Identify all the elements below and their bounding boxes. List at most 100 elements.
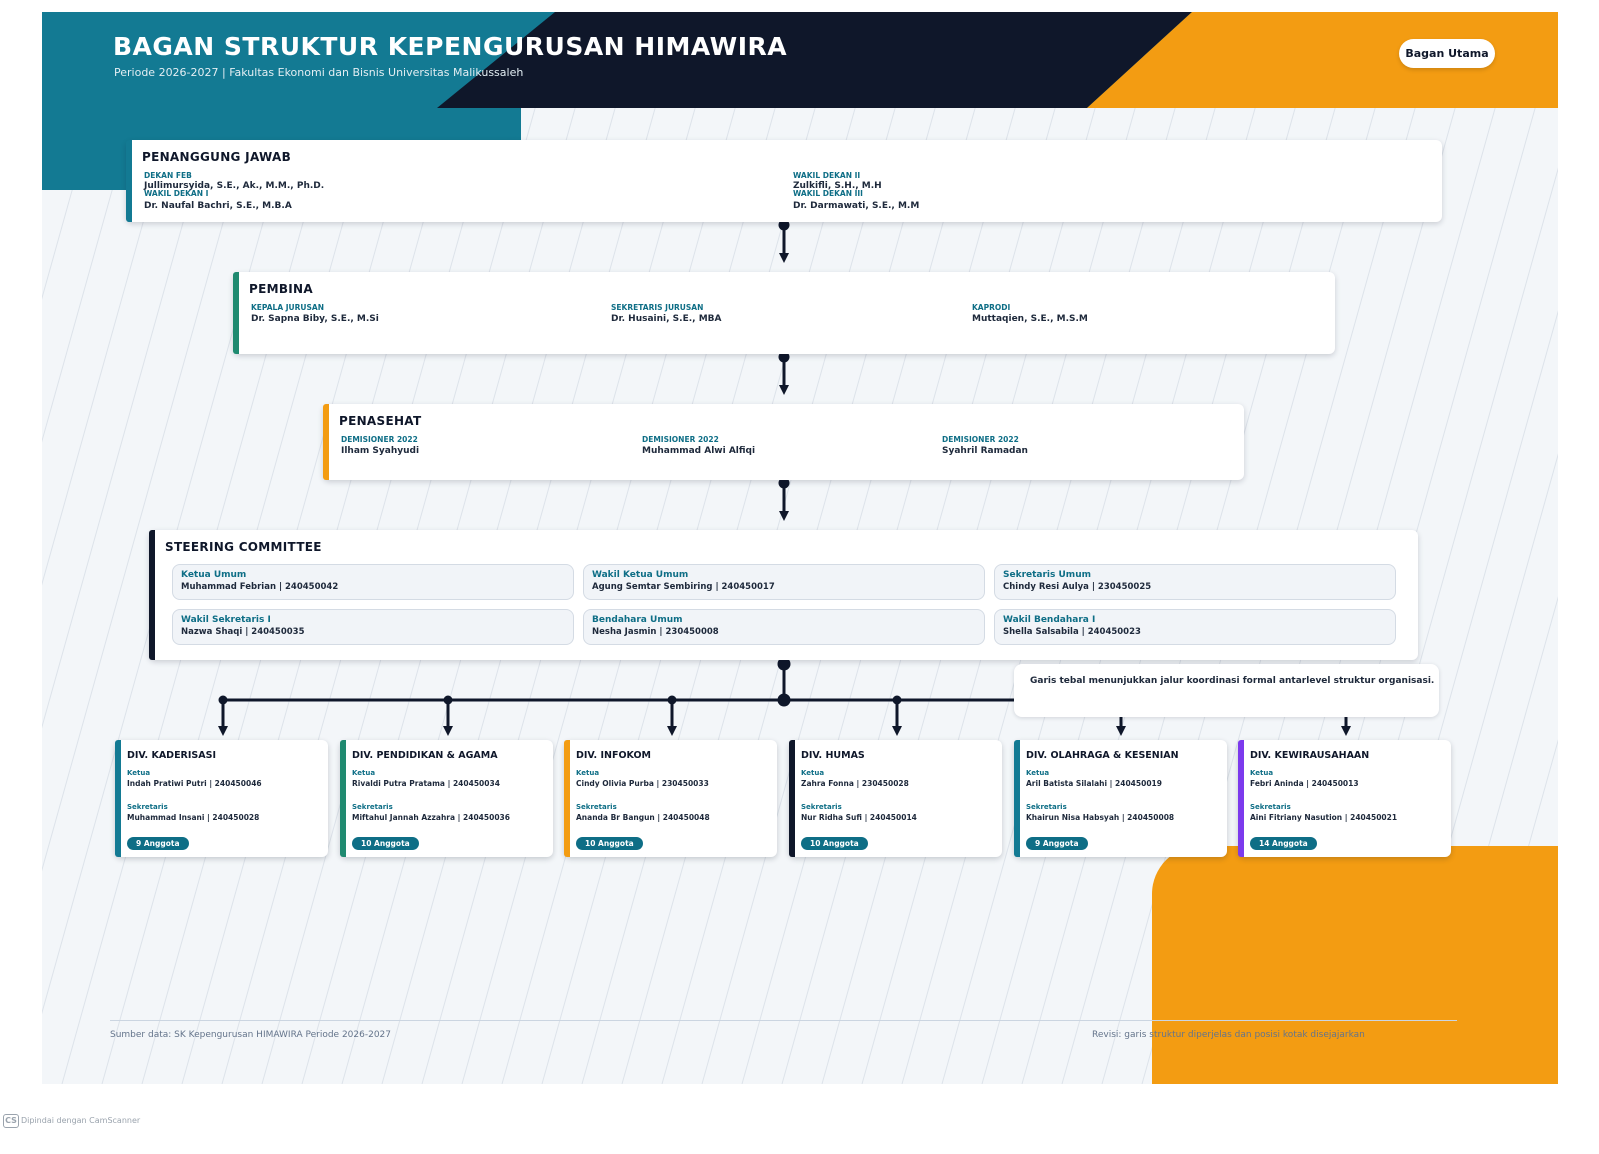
ketua-name: Rivaldi Putra Pratama | 240450034 (352, 779, 500, 788)
cell-name: Shella Salsabila | 240450023 (1003, 627, 1141, 637)
box-accent (126, 140, 132, 222)
ketua-name: Cindy Olivia Purba | 230450033 (576, 779, 709, 788)
committee-cell: Wakil Sekretaris I Nazwa Shaqi | 2404500… (172, 609, 574, 645)
person-name: Syahril Ramadan (942, 446, 1028, 456)
member-count-badge: 9 Anggota (127, 837, 189, 850)
sekretaris-name: Khairun Nisa Habsyah | 240450008 (1026, 813, 1175, 822)
role-label: WAKIL DEKAN II (793, 171, 861, 180)
sekretaris-name: Ananda Br Bangun | 240450048 (576, 813, 710, 822)
ketua-label: Ketua (127, 769, 151, 777)
cell-name: Muhammad Febrian | 240450042 (181, 582, 339, 592)
member-count-badge: 9 Anggota (1026, 837, 1088, 850)
watermark-text: Dipindai dengan CamScanner (21, 1116, 141, 1125)
committee-cell: Bendahara Umum Nesha Jasmin | 230450008 (583, 609, 985, 645)
sekretaris-label: Sekretaris (127, 803, 168, 811)
note-text: Garis tebal menunjukkan jalur koordinasi… (1030, 676, 1435, 686)
division-title: DIV. PENDIDIKAN & AGAMA (352, 750, 498, 761)
division-title: DIV. HUMAS (801, 750, 865, 761)
ketua-label: Ketua (801, 769, 825, 777)
cell-name: Nazwa Shaqi | 240450035 (181, 627, 305, 637)
ketua-label: Ketua (1250, 769, 1274, 777)
box-title: PENANGGUNG JAWAB (142, 150, 292, 164)
division-card-kaderisasi: DIV. KADERISASI Ketua Indah Pratiwi Putr… (115, 740, 328, 857)
person-name: Dr. Sapna Biby, S.E., M.Si (251, 314, 379, 324)
ketua-name: Aril Batista Silalahi | 240450019 (1026, 779, 1162, 788)
penasehat-box: PENASEHAT DEMISIONER 2022 Ilham Syahyudi… (323, 404, 1244, 480)
role-label: WAKIL DEKAN III (793, 189, 863, 198)
sekretaris-name: Aini Fitriany Nasution | 240450021 (1250, 813, 1398, 822)
sekretaris-label: Sekretaris (801, 803, 842, 811)
role-label: KAPRODI (972, 303, 1011, 312)
member-count-badge: 10 Anggota (801, 837, 868, 850)
division-card-humas: DIV. HUMAS Ketua Zahra Fonna | 230450028… (789, 740, 1002, 857)
role-label: DEKAN FEB (144, 171, 192, 180)
sekretaris-label: Sekretaris (1250, 803, 1291, 811)
chart-canvas: BAGAN STRUKTUR KEPENGURUSAN HIMAWIRA Per… (42, 12, 1558, 1084)
footer-revision: Revisi: garis struktur diperjelas dan po… (1092, 1030, 1365, 1040)
background-line (42, 12, 123, 300)
division-title: DIV. KEWIRAUSAHAAN (1250, 750, 1370, 761)
ketua-label: Ketua (352, 769, 376, 777)
cell-role: Bendahara Umum (592, 615, 683, 625)
steering-committee-box: STEERING COMMITTEE Ketua Umum Muhammad F… (149, 530, 1418, 660)
member-count-badge: 14 Anggota (1250, 837, 1317, 850)
committee-cell: Wakil Ketua Umum Agung Semtar Sembiring … (583, 564, 985, 600)
division-accent (564, 740, 570, 857)
ketua-name: Indah Pratiwi Putri | 240450046 (127, 779, 262, 788)
cell-role: Wakil Ketua Umum (592, 570, 689, 580)
member-count-badge: 10 Anggota (352, 837, 419, 850)
person-name: Muhammad Alwi Alfiqi (642, 446, 756, 456)
cell-name: Nesha Jasmin | 230450008 (592, 627, 719, 637)
ketua-label: Ketua (576, 769, 600, 777)
pembina-box: PEMBINA KEPALA JURUSAN Dr. Sapna Biby, S… (233, 272, 1335, 354)
cell-role: Wakil Sekretaris I (181, 615, 271, 625)
main-chart-button[interactable]: Bagan Utama (1399, 39, 1495, 68)
committee-cell: Sekretaris Umum Chindy Resi Aulya | 2304… (994, 564, 1396, 600)
person-name: Zulkifli, S.H., M.H (793, 181, 882, 191)
division-accent (1014, 740, 1020, 857)
division-card-infokom: DIV. INFOKOM Ketua Cindy Olivia Purba | … (564, 740, 777, 857)
cell-role: Ketua Umum (181, 570, 247, 580)
cell-name: Chindy Resi Aulya | 230450025 (1003, 582, 1152, 592)
page-subtitle: Periode 2026-2027 | Fakultas Ekonomi dan… (114, 66, 524, 79)
sekretaris-name: Miftahul Jannah Azzahra | 240450036 (352, 813, 510, 822)
ketua-name: Zahra Fonna | 230450028 (801, 779, 909, 788)
box-accent (233, 272, 239, 354)
division-accent (340, 740, 346, 857)
person-name: Dr. Naufal Bachri, S.E., M.B.A (144, 201, 292, 211)
legend-note: Garis tebal menunjukkan jalur koordinasi… (1014, 664, 1439, 717)
division-title: DIV. KADERISASI (127, 750, 216, 761)
division-accent (115, 740, 121, 857)
cell-role: Wakil Bendahara I (1003, 615, 1096, 625)
person-name: Ilham Syahyudi (341, 446, 420, 456)
person-name: Jullimursyida, S.E., Ak., M.M., Ph.D. (144, 181, 325, 191)
box-title: PEMBINA (249, 282, 313, 296)
member-count-badge: 10 Anggota (576, 837, 643, 850)
sekretaris-label: Sekretaris (1026, 803, 1067, 811)
header-banner (42, 12, 1558, 190)
sekretaris-name: Muhammad Insani | 240450028 (127, 813, 260, 822)
person-name: Muttaqien, S.E., M.S.M (972, 314, 1088, 324)
division-title: DIV. INFOKOM (576, 750, 651, 761)
footer-source: Sumber data: SK Kepengurusan HIMAWIRA Pe… (110, 1030, 391, 1040)
camscanner-icon: CS (3, 1114, 19, 1128)
sekretaris-label: Sekretaris (576, 803, 617, 811)
box-accent (149, 530, 155, 660)
cell-name: Agung Semtar Sembiring | 240450017 (592, 582, 775, 592)
footer-divider (110, 1020, 1457, 1021)
person-name: Dr. Husaini, S.E., MBA (611, 314, 722, 324)
sekretaris-label: Sekretaris (352, 803, 393, 811)
orange-corner-shape (1152, 846, 1558, 1084)
box-accent (323, 404, 329, 480)
box-title: PENASEHAT (339, 414, 422, 428)
committee-cell: Wakil Bendahara I Shella Salsabila | 240… (994, 609, 1396, 645)
person-name: Dr. Darmawati, S.E., M.M (793, 201, 920, 211)
division-accent (789, 740, 795, 857)
division-title: DIV. OLAHRAGA & KESENIAN (1026, 750, 1179, 761)
ketua-label: Ketua (1026, 769, 1050, 777)
division-card-olahraga-kesenian: DIV. OLAHRAGA & KESENIAN Ketua Aril Bati… (1014, 740, 1227, 857)
role-label: DEMISIONER 2022 (341, 435, 418, 444)
penanggung-jawab-box: PENANGGUNG JAWAB DEKAN FEB Jullimursyida… (126, 140, 1442, 222)
